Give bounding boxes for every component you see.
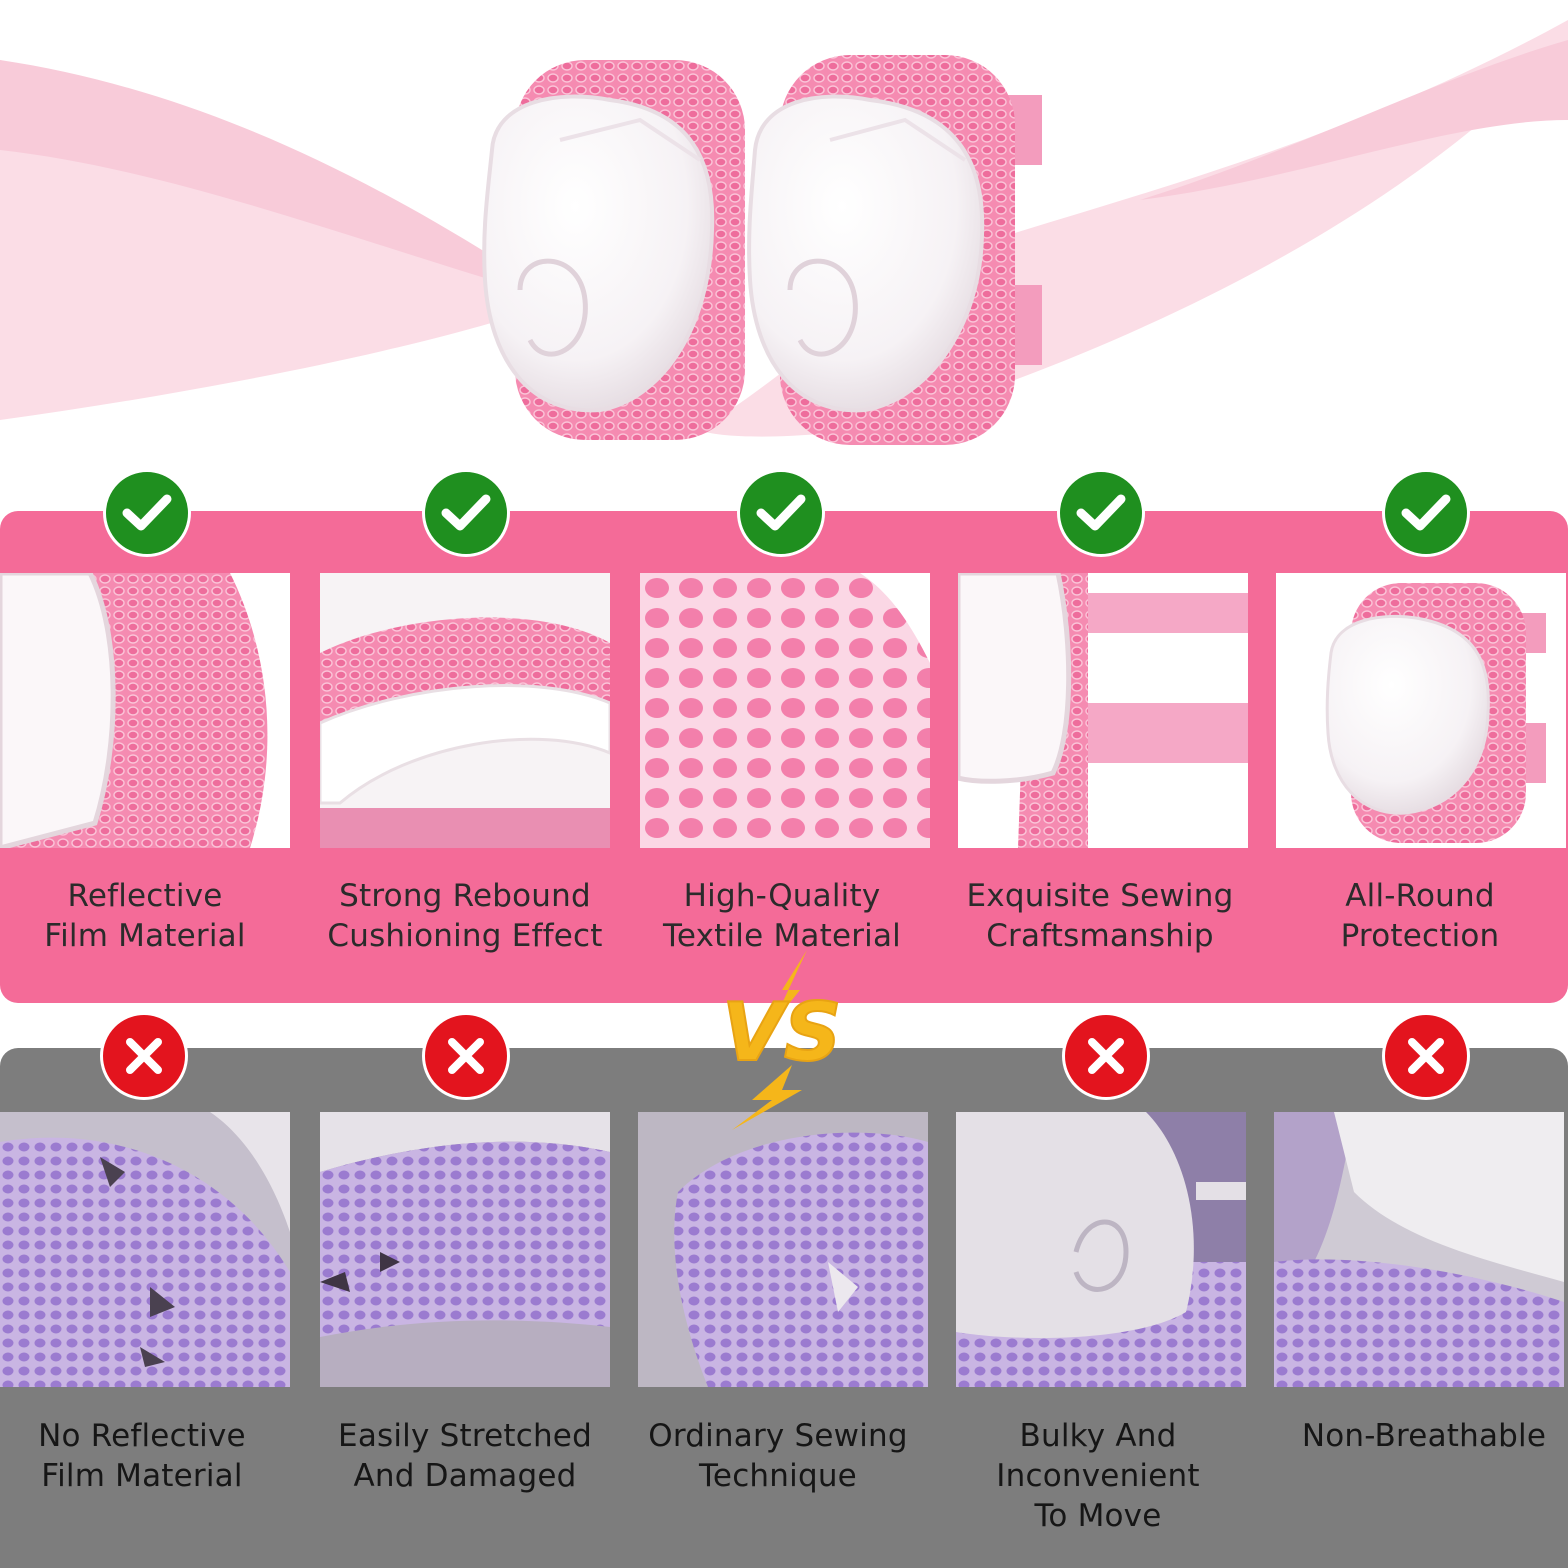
bad-photo-ordinary-sewing (638, 1112, 928, 1387)
bad-photo-non-breathable (1274, 1112, 1564, 1387)
cross-icon (1382, 1012, 1470, 1100)
check-icon (422, 469, 510, 557)
vs-text: VS (722, 986, 842, 1079)
good-photo-sewing (958, 573, 1248, 848)
good-photo-reflective (0, 573, 290, 848)
check-icon (1382, 469, 1470, 557)
bad-photo-stretched (320, 1112, 610, 1387)
bad-photo-no-reflective (0, 1112, 290, 1387)
cross-icon (422, 1012, 510, 1100)
bad-feature-label: Non-Breathable (1301, 1418, 1547, 1454)
good-photo-textile (640, 573, 930, 848)
cross-icon (100, 1012, 188, 1100)
good-photo-rebound (320, 573, 610, 848)
bad-photo-bulky (956, 1112, 1246, 1387)
hero-product-image (0, 0, 1568, 470)
vs-emblem: VS (712, 950, 862, 1130)
check-icon (103, 469, 191, 557)
check-icon (1057, 469, 1145, 557)
cross-icon (1062, 1012, 1150, 1100)
check-icon (737, 469, 825, 557)
good-photo-protection (1276, 573, 1566, 848)
